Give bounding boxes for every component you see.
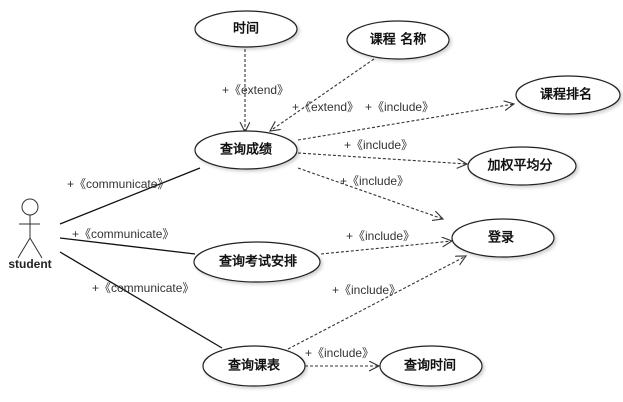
extend-course-name[interactable]	[270, 58, 375, 131]
use-case-query-grades[interactable]: 查询成绩	[194, 130, 298, 170]
use-case-label: 课程 名称	[370, 32, 427, 48]
label-ext-course-name: +《extend》	[292, 100, 359, 114]
use-case-time[interactable]: 时间	[194, 10, 298, 48]
use-case-label: 查询成绩	[219, 142, 272, 158]
include-course-rank[interactable]	[297, 104, 514, 141]
use-case-label: 加权平均分	[486, 158, 552, 174]
association-exam[interactable]	[59, 237, 196, 255]
include-login-schedule[interactable]	[287, 256, 466, 350]
use-case-label: 时间	[233, 21, 259, 37]
use-case-course-rank[interactable]: 课程排名	[515, 75, 621, 115]
label-ext-time: +《extend》	[222, 83, 289, 97]
label-inc-login-grades: +《include》	[340, 174, 409, 188]
label-inc-login-exam: +《include》	[346, 229, 415, 243]
use-case-label: 查询课表	[227, 358, 281, 374]
actor-leg-right	[29, 237, 43, 259]
label-comm-schedule: +《communicate》	[92, 281, 194, 295]
actor-label: student	[8, 257, 51, 271]
association-grades[interactable]	[59, 167, 201, 225]
association-schedule[interactable]	[59, 251, 223, 349]
label-comm-grades: +《communicate》	[67, 177, 169, 191]
use-case-query-time[interactable]: 查询时间	[379, 345, 483, 387]
include-weighted-avg[interactable]	[297, 152, 467, 164]
use-case-query-schedule[interactable]: 查询课表	[202, 345, 306, 387]
label-inc-weighted: +《include》	[344, 138, 413, 152]
include-login-grades[interactable]	[297, 167, 443, 219]
use-case-label: 查询时间	[403, 358, 456, 374]
label-inc-login-schedule: +《include》	[332, 283, 401, 297]
label-comm-exam: +《communicate》	[72, 227, 174, 241]
use-case-label: 课程排名	[540, 87, 592, 103]
actor-leg-left	[17, 237, 31, 259]
include-login-exam[interactable]	[320, 241, 452, 255]
actor-head	[21, 198, 39, 216]
use-case-label: 查询考试安排	[218, 254, 297, 270]
use-case-query-exam[interactable]: 查询考试安排	[193, 241, 321, 283]
use-case-course-name[interactable]: 课程 名称	[346, 20, 450, 60]
actor-student[interactable]: student	[8, 198, 52, 271]
use-case-login[interactable]: 登录	[451, 218, 555, 258]
use-case-weighted-avg[interactable]: 加权平均分	[467, 146, 577, 186]
label-inc-query-time: +《include》	[305, 346, 374, 360]
use-case-label: 登录	[487, 230, 514, 246]
label-inc-rank: +《include》	[365, 100, 434, 114]
